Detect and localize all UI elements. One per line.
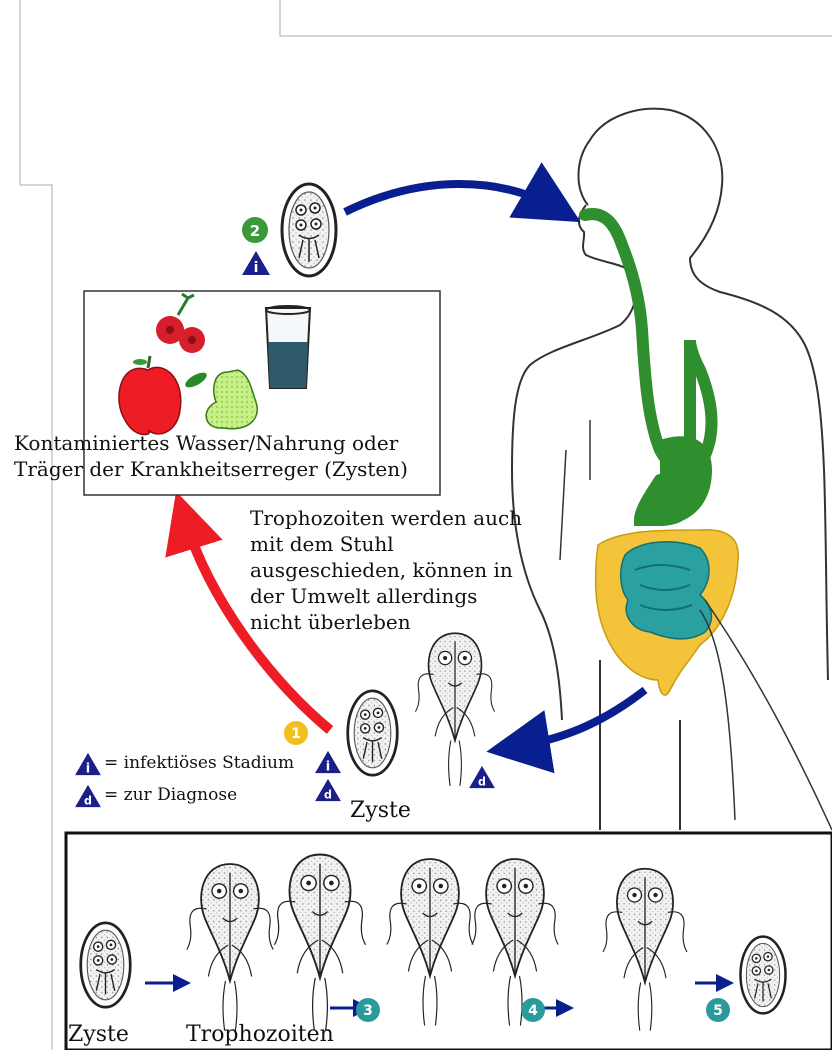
caption-line: Trophozoiten werden auch	[250, 505, 522, 531]
infectious-triangle-icon	[315, 751, 341, 774]
step-2-label: 2	[250, 222, 260, 240]
caption-line: mit dem Stuhl	[250, 531, 522, 557]
caption-line: Träger der Krankheitserreger (Zysten)	[14, 456, 408, 482]
ingestion-arrow	[345, 184, 560, 212]
water-glass-icon	[266, 306, 310, 388]
cyst-icon	[741, 937, 786, 1014]
caption-line: Kontaminiertes Wasser/Nahrung oder	[14, 430, 408, 456]
cyst-icon	[282, 184, 336, 276]
legend-diagnosis-text: = zur Diagnose	[104, 785, 237, 805]
connector-line	[705, 600, 832, 830]
cyst-icon	[81, 923, 131, 1007]
excretion-arrow	[510, 690, 645, 748]
step-5-label: 5	[713, 1003, 723, 1019]
legend-diagnosis-icon	[75, 785, 101, 807]
infectious-triangle-icon	[242, 251, 270, 276]
legend-infectious-icon	[75, 753, 101, 776]
trophozoite-icon	[415, 633, 494, 786]
legend-infectious-text: = infektiöses Stadium	[104, 753, 294, 773]
trophozoite-caption: Trophozoiten werden auch mit dem Stuhl a…	[250, 505, 522, 635]
arm-line	[560, 420, 590, 560]
step-1-label: 1	[291, 726, 301, 742]
caption-line: ausgeschieden, können in	[250, 557, 522, 583]
caption-line: der Umwelt allerdings	[250, 583, 522, 609]
cyst-label-bottom: Zyste	[68, 1022, 129, 1048]
cyst-label: Zyste	[350, 798, 411, 824]
step-4-label: 4	[528, 1003, 538, 1019]
diagnosis-triangle-icon	[469, 766, 495, 788]
step-3-label: 3	[363, 1003, 373, 1019]
contaminated-caption: Kontaminiertes Wasser/Nahrung oder Träge…	[14, 430, 408, 482]
trophozoite-label-bottom: Trophozoiten	[186, 1022, 334, 1048]
diagnosis-triangle-icon	[315, 779, 341, 801]
caption-line: nicht überleben	[250, 609, 522, 635]
cyst-icon	[348, 691, 398, 775]
